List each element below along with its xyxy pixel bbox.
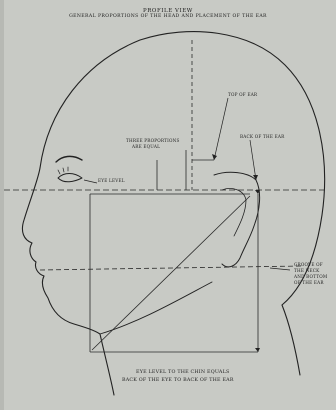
leader-eye-level (84, 180, 97, 183)
label-three-proportions-2: ARE EQUAL (132, 144, 160, 149)
eyelash (58, 167, 68, 174)
diagonal-eye-to-chin (92, 196, 250, 350)
three-proportions-bracket (157, 150, 186, 190)
leader-groove (270, 268, 290, 270)
face-profile (22, 168, 100, 334)
neck-back (282, 305, 300, 375)
caption-line-1: EYE LEVEL TO THE CHIN EQUALS (136, 370, 229, 375)
diagram-subtitle: GENERAL PROPORTIONS OF THE HEAD AND PLAC… (0, 14, 336, 19)
leader-top-of-ear (214, 98, 228, 160)
label-back-of-ear: BACK OF THE EAR (240, 134, 285, 139)
label-groove-1: GROOVE OF (294, 262, 323, 267)
label-groove-2: THE NECK (294, 268, 320, 273)
eyebrow (56, 156, 82, 162)
eye (58, 174, 82, 182)
label-three-proportions-1: THREE PROPORTIONS (126, 138, 180, 143)
label-groove-4: OF THE EAR (294, 280, 324, 285)
arrow-1 (212, 154, 217, 160)
cranium-outline (40, 32, 325, 305)
label-eye-level: EYE LEVEL (98, 178, 125, 183)
ear-outline (214, 172, 260, 267)
label-top-of-ear: TOP OF EAR (228, 92, 257, 97)
caption-line-2: BACK OF THE EYE TO BACK OF THE EAR (122, 378, 234, 383)
neck-front (100, 334, 114, 395)
arrow-4 (255, 348, 260, 352)
label-groove-3: AND BOTTOM (294, 274, 327, 279)
groove-of-neck-line (40, 266, 302, 270)
ear-inner (222, 188, 246, 236)
leader-back-of-ear (250, 140, 256, 180)
